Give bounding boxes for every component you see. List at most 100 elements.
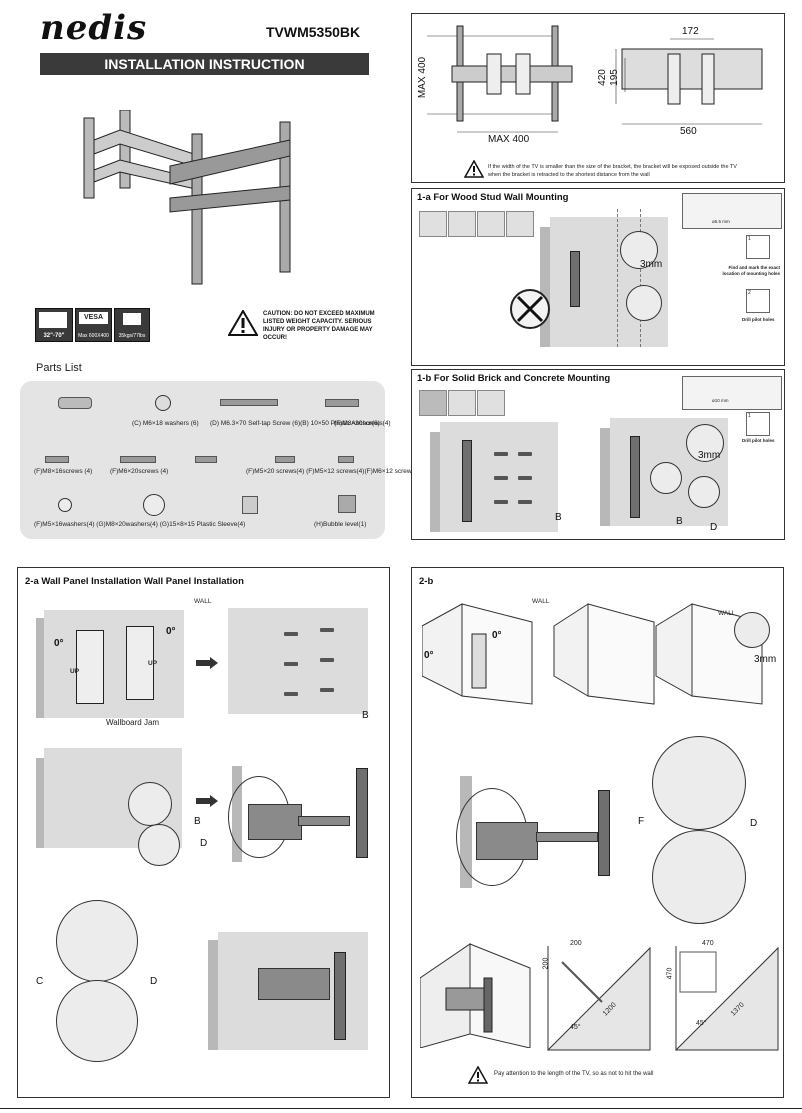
parts-row1-b: (D) M6.3×70 Self-tap Screw (6)(B) 10×50 …: [210, 420, 380, 427]
dim-200: 200: [542, 957, 550, 970]
wall-plate: [630, 436, 640, 518]
drill-depth-label: 3mm: [698, 450, 721, 461]
model-number: TVWM5350BK: [266, 24, 361, 40]
detail-circle: [652, 830, 746, 924]
wall-plate: [570, 251, 580, 307]
arrow-right-icon: [196, 794, 218, 812]
wall-label: WALL: [194, 598, 212, 605]
badge-size-text: 32"-70": [43, 333, 65, 339]
dim-172: 172: [682, 26, 699, 37]
angle-45: 45°: [696, 1020, 707, 1027]
wall-illustration: [228, 608, 368, 714]
bubble-level-icon: [338, 495, 356, 513]
dim-420: 420: [596, 69, 608, 86]
warning-icon: [467, 1065, 489, 1089]
drill-depth-label: 3mm: [754, 654, 777, 665]
detail-circle: [650, 462, 682, 494]
section-1a: 1-a For Wood Stud Wall Mounting 3mm ø5.5…: [411, 188, 785, 366]
badge-weight: 35kgs/77lbs: [114, 308, 150, 342]
drill-pilot-label: Drill pilot holes: [742, 438, 775, 443]
pencil-icon: [448, 211, 476, 237]
parts-row1-c: (F)M8×30screws(4): [334, 420, 391, 427]
stud-finder-icon: [419, 211, 447, 237]
drill-bit-detail: [682, 193, 782, 229]
angle-label: 0°: [166, 626, 176, 637]
arm-illustration: [536, 832, 598, 842]
dim-560: 560: [680, 126, 697, 137]
angle-label: 0°: [54, 638, 64, 649]
dim-max400-vertical: MAX 400: [417, 56, 429, 99]
anchor-icon: [320, 688, 334, 692]
dim-470: 470: [666, 967, 674, 980]
anchor-icon: [320, 628, 334, 632]
bolt-icon: [325, 399, 359, 407]
drill-pilot-label: Drill pilot holes: [742, 317, 775, 322]
arrow-right-icon: [196, 656, 218, 674]
section-1a-title: 1-a For Wood Stud Wall Mounting: [417, 192, 569, 203]
dimensions-panel: MAX 400 MAX 400 172 420 195 560 If the w…: [411, 13, 785, 183]
no-anchor-icon: [510, 289, 550, 329]
detail-circle: [734, 612, 770, 648]
arm-illustration: [248, 804, 302, 840]
anchor-label: B: [676, 516, 683, 527]
angle-label: 0°: [492, 630, 502, 641]
detail-circle: [686, 424, 724, 462]
bracket-warning-text: If the width of the TV is smaller than t…: [488, 164, 737, 178]
caution-text: CAUTION: DO NOT EXCEED MAXIMUM LISTED WE…: [263, 311, 375, 341]
brick-icon: [419, 390, 447, 416]
bolt-icon: [338, 456, 354, 463]
wall-plate: [76, 630, 104, 704]
find-mark-label: Find and mark the exact location of moun…: [722, 265, 781, 276]
up-label: UP: [70, 668, 80, 675]
tv-plate: [598, 790, 610, 876]
parts-row3-b: (H)Bubble level(1): [314, 521, 367, 528]
angle-45: 45°: [570, 1024, 581, 1031]
angle-label: 0°: [424, 650, 434, 661]
page-divider: [0, 1108, 802, 1109]
badge-vesa-title: VESA: [79, 312, 108, 324]
drill-size-label: ø10 mm: [712, 398, 729, 403]
dim-max400-horizontal: MAX 400: [488, 134, 530, 145]
detail-circle: [56, 980, 138, 1062]
section-1b: 1-b For Solid Brick and Concrete Mountin…: [411, 369, 785, 540]
anchor-icon: [518, 476, 532, 480]
jam-label: Wallboard Jam: [106, 718, 160, 727]
arm-illustration: [258, 968, 330, 1000]
dim-470: 470: [702, 940, 714, 947]
warning-icon: [463, 159, 485, 183]
detail-circle: [56, 900, 138, 982]
tv-plate: [356, 768, 368, 858]
section-2b: 2-b WALL 0° 0° WALL 3mm F D 200 200 1200…: [411, 567, 784, 1098]
wall-label: WALL: [718, 610, 736, 617]
detail-circle: [620, 231, 658, 269]
anchor-label: B: [555, 512, 562, 523]
tv-plate: [334, 952, 346, 1040]
title-banner: INSTALLATION INSTRUCTION: [40, 53, 369, 75]
anchor-label: B: [362, 710, 369, 721]
anchor-icon: [58, 397, 92, 409]
step-number: 1: [748, 236, 751, 242]
step-box: 2: [746, 289, 770, 313]
anchor-icon: [494, 500, 508, 504]
section-2a-title: 2-a Wall Panel Installation Wall Panel I…: [25, 576, 244, 587]
drill-icon: [477, 390, 505, 416]
section-2b-title: 2-b: [419, 576, 434, 587]
sleeve-icon: [242, 496, 258, 514]
drill-bit-detail: [682, 376, 782, 410]
dim-200: 200: [570, 940, 582, 947]
section-2a: 2-a Wall Panel Installation Wall Panel I…: [17, 567, 390, 1098]
parts-row3-a: (F)M5×16washers(4) (G)M8×20washers(4) (G…: [34, 521, 246, 528]
anchor-icon: [320, 658, 334, 662]
washer-label: C: [36, 976, 44, 987]
wall-plate: [126, 626, 154, 700]
detail-circle: [626, 285, 662, 321]
badge-size: 32"-70": [35, 308, 73, 342]
bolt-icon: [45, 456, 69, 463]
stud-illustration: [617, 209, 641, 347]
pencil-icon: [448, 390, 476, 416]
anchor-label: B: [194, 816, 201, 827]
parts-row2-b: (F)M6×20screws (4): [110, 468, 169, 475]
up-label: UP: [148, 660, 158, 667]
level-icon: [477, 211, 505, 237]
step-box: 1: [746, 235, 770, 259]
